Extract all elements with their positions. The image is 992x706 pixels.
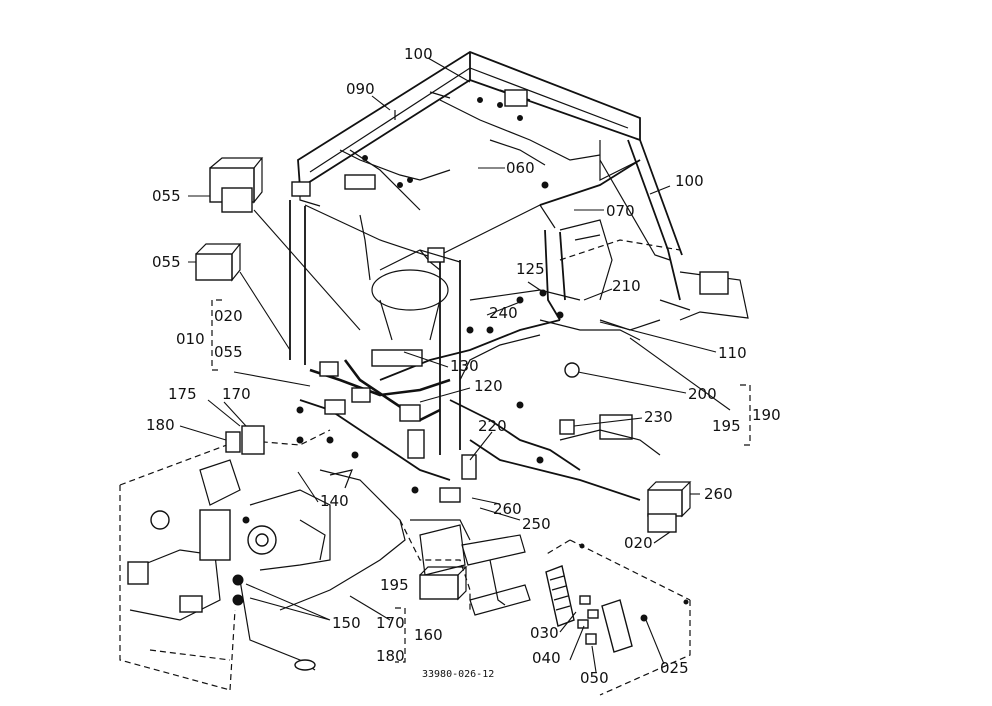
callout-195-right: 195 bbox=[712, 417, 741, 435]
leader-lines bbox=[179, 57, 731, 673]
callout-020-right: 020 bbox=[624, 534, 653, 552]
callout-025: 025 bbox=[660, 659, 689, 677]
main-harness bbox=[296, 289, 661, 503]
callout-055-a: 055 bbox=[152, 187, 181, 205]
callout-200: 200 bbox=[688, 385, 717, 403]
callout-250: 250 bbox=[522, 515, 551, 533]
callout-060: 060 bbox=[506, 159, 535, 177]
callout-230: 230 bbox=[644, 408, 673, 426]
callout-240: 240 bbox=[489, 304, 518, 322]
step-area bbox=[419, 429, 661, 616]
callout-100-right: 100 bbox=[675, 172, 704, 190]
group-brackets bbox=[211, 299, 751, 696]
callout-130: 130 bbox=[450, 357, 479, 375]
callout-150: 150 bbox=[332, 614, 361, 632]
callout-040: 040 bbox=[532, 649, 561, 667]
callout-055-b: 055 bbox=[152, 253, 181, 271]
callout-110: 110 bbox=[718, 344, 747, 362]
drawing-code: 33980-026-12 bbox=[422, 669, 495, 680]
callout-050: 050 bbox=[580, 669, 609, 687]
cab-roof bbox=[297, 50, 641, 211]
steering-area bbox=[371, 219, 613, 378]
callout-260-right: 260 bbox=[704, 485, 733, 503]
callout-020-left: 020 bbox=[214, 307, 243, 325]
callout-120: 120 bbox=[474, 377, 503, 395]
callout-210: 210 bbox=[612, 277, 641, 295]
hood-body bbox=[119, 429, 471, 691]
callout-140: 140 bbox=[320, 492, 349, 510]
callout-010: 010 bbox=[176, 330, 205, 348]
callout-170-left: 170 bbox=[222, 385, 251, 403]
callout-180-left: 180 bbox=[146, 416, 175, 434]
callout-220: 220 bbox=[478, 417, 507, 435]
callout-070: 070 bbox=[606, 202, 635, 220]
exploded-parts bbox=[195, 157, 692, 653]
callout-055-c: 055 bbox=[214, 343, 243, 361]
callout-260-mid: 260 bbox=[493, 500, 522, 518]
callout-125: 125 bbox=[516, 260, 545, 278]
callout-180-bottom: 180 bbox=[376, 647, 405, 665]
callout-195-bottom: 195 bbox=[380, 576, 409, 594]
callout-175: 175 bbox=[168, 385, 197, 403]
callout-090: 090 bbox=[346, 80, 375, 98]
callout-160: 160 bbox=[414, 626, 443, 644]
callout-170-bottom: 170 bbox=[376, 614, 405, 632]
cab-frame bbox=[289, 139, 749, 455]
callout-100-top: 100 bbox=[404, 45, 433, 63]
callout-190: 190 bbox=[752, 406, 781, 424]
callout-030: 030 bbox=[530, 624, 559, 642]
